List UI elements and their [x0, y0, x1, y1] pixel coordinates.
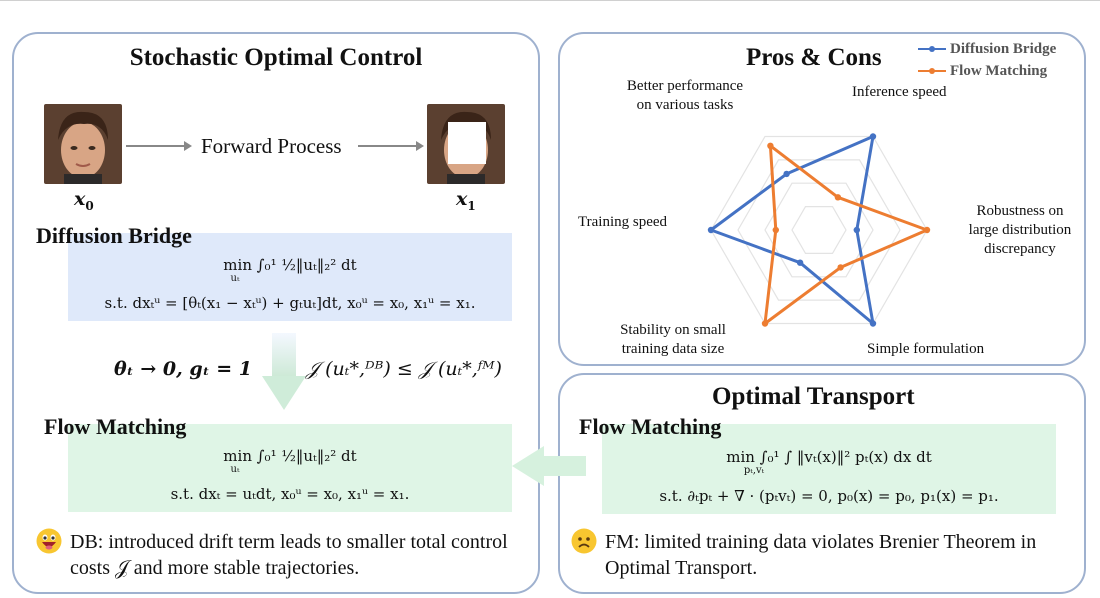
panel-title-optimal-transport: Optimal Transport: [712, 383, 915, 410]
radar-point-fm-5: [772, 226, 779, 234]
reduction-arrow-head: [262, 376, 306, 410]
axis-label-simple-formulation-line-1: Simple formulation: [867, 341, 985, 357]
radar-legend: Diffusion Bridge Flow Matching: [918, 38, 1088, 84]
x0-subscript: 0: [85, 198, 94, 213]
radar-point-db-4: [796, 259, 804, 266]
arrow-left-forward: [126, 141, 192, 151]
flow-matching-box-left: [68, 424, 512, 512]
axis-label-better-performance-line-2: on various tasks: [636, 97, 734, 113]
fm-objective-text-left: min ∫₀¹ ½‖uₜ‖₂² dt: [223, 447, 357, 465]
axis-label-stability-line-2: training data size: [621, 341, 725, 357]
db-objective-text: min ∫₀¹ ½‖uₜ‖₂² dt: [223, 256, 357, 274]
axis-label-robustness-line-1: Robustness on: [976, 203, 1064, 219]
left-arrow-icon: [512, 446, 586, 486]
flow-matching-heading-right: Flow Matching: [579, 414, 722, 439]
axis-label-inference-speed: Inference speed: [852, 83, 947, 102]
happy-face-icon: [36, 528, 62, 554]
axis-label-robustness-line-2: large distribution: [968, 222, 1072, 238]
ot-objective-subscript: pₜ,vₜ: [743, 465, 765, 476]
reduction-down-arrow: [272, 333, 296, 377]
axis-label-robustness-line-3: discrepancy: [984, 241, 1056, 257]
sad-face-icon: [571, 528, 597, 554]
reduction-condition: θₜ → 0, gₜ = 1: [114, 358, 253, 380]
ot-constraint-equation: s.t. ∂ₜpₜ + ∇ · (pₜvₜ) = 0, p₀(x) = p₀, …: [659, 487, 999, 505]
x0-label: x0: [74, 188, 94, 213]
x1-symbol: x: [456, 188, 468, 210]
ot-objective-text: min ∫₀¹ ∫ ‖vₜ(x)‖² pₜ(x) dx dt: [726, 448, 932, 466]
axis-label-better-performance: Better performance on various tasks: [614, 77, 756, 115]
radar-grid-ring: [764, 182, 874, 278]
flow-matching-box-right: [602, 424, 1056, 514]
radar-grid-ring: [710, 135, 928, 325]
top-divider: [0, 0, 1100, 1]
radar-point-db-1: [869, 133, 877, 140]
radar-chart: [707, 133, 931, 327]
radar-grid-ring: [791, 206, 847, 254]
radar-point-db-3: [869, 320, 877, 327]
axis-label-inference-speed-line-1: Inference speed: [852, 84, 947, 100]
legend-label-db: Diffusion Bridge: [950, 41, 1057, 57]
x1-label: x1: [456, 188, 476, 213]
axis-label-stability: Stability on small training data size: [611, 321, 735, 359]
radar-point-fm-2: [923, 226, 931, 234]
legend-label-fm: Flow Matching: [950, 63, 1048, 79]
legend-item-flow-matching: Flow Matching: [918, 62, 1047, 80]
radar-point-fm-4: [761, 320, 769, 327]
axis-label-training-speed: Training speed: [578, 213, 667, 232]
legend-line-orange-icon: [918, 68, 946, 75]
fm-objective-equation-left: min ∫₀¹ ½‖uₜ‖₂² dt uₜ: [68, 447, 512, 475]
diffusion-bridge-heading: Diffusion Bridge: [36, 223, 192, 248]
radar-point-db-2: [853, 226, 860, 234]
radar-point-fm-1: [834, 194, 842, 201]
fm-limitation-note: FM: limited training data violates Breni…: [605, 531, 1037, 579]
panel-title-soc: Stochastic Optimal Control: [129, 44, 423, 71]
radar-grid-ring: [737, 159, 901, 301]
db-advantage-note: DB: introduced drift term leads to small…: [70, 531, 508, 579]
fm-constraint-equation-left: s.t. dxₜ = uₜdt, x₀ᵘ = x₀, x₁ᵘ = x₁.: [170, 485, 410, 503]
axis-label-better-performance-line-1: Better performance: [626, 78, 744, 94]
control-cost-inequality: 𝒥 (uₜ*,ᴰᴮ) ≤ 𝒥 (uₜ*,ᶠᴹ): [306, 358, 502, 380]
legend-item-diffusion-bridge: Diffusion Bridge: [918, 40, 1056, 58]
db-objective-equation: min ∫₀¹ ½‖uₜ‖₂² dt uₜ: [68, 256, 512, 284]
db-constraint-equation: s.t. dxₜᵘ = [θₜ(x₁ − xₜᵘ) + gₜuₜ]dt, x₀ᵘ…: [104, 294, 476, 312]
panel-title-pros-cons: Pros & Cons: [746, 44, 882, 71]
pros-cons-panel: [558, 32, 1086, 366]
axis-label-robustness: Robustness on large distribution discrep…: [960, 202, 1080, 259]
forward-process-label: Forward Process: [201, 134, 342, 158]
arrow-right-forward: [358, 141, 424, 151]
axis-label-simple-formulation: Simple formulation: [867, 340, 984, 359]
axis-label-stability-line-1: Stability on small: [620, 322, 726, 338]
face-image-x1-masked: [427, 104, 505, 184]
ot-objective-equation: min ∫₀¹ ∫ ‖vₜ(x)‖² pₜ(x) dx dt pₜ,vₜ: [602, 448, 1056, 476]
radar-point-db-5: [707, 226, 715, 234]
db-objective-subscript: uₜ: [230, 273, 240, 284]
legend-line-blue-icon: [918, 46, 946, 53]
fm-objective-subscript-left: uₜ: [230, 464, 240, 475]
diffusion-bridge-box: [68, 233, 512, 321]
x1-subscript: 1: [467, 198, 476, 213]
flow-matching-heading-left: Flow Matching: [44, 414, 187, 439]
radar-point-db-0: [783, 170, 790, 178]
axis-label-training-speed-line-1: Training speed: [578, 214, 668, 230]
face-image-x0: [44, 104, 122, 184]
radar-point-fm-0: [767, 142, 774, 149]
radar-point-fm-3: [837, 264, 844, 271]
x0-symbol: x: [74, 188, 86, 210]
